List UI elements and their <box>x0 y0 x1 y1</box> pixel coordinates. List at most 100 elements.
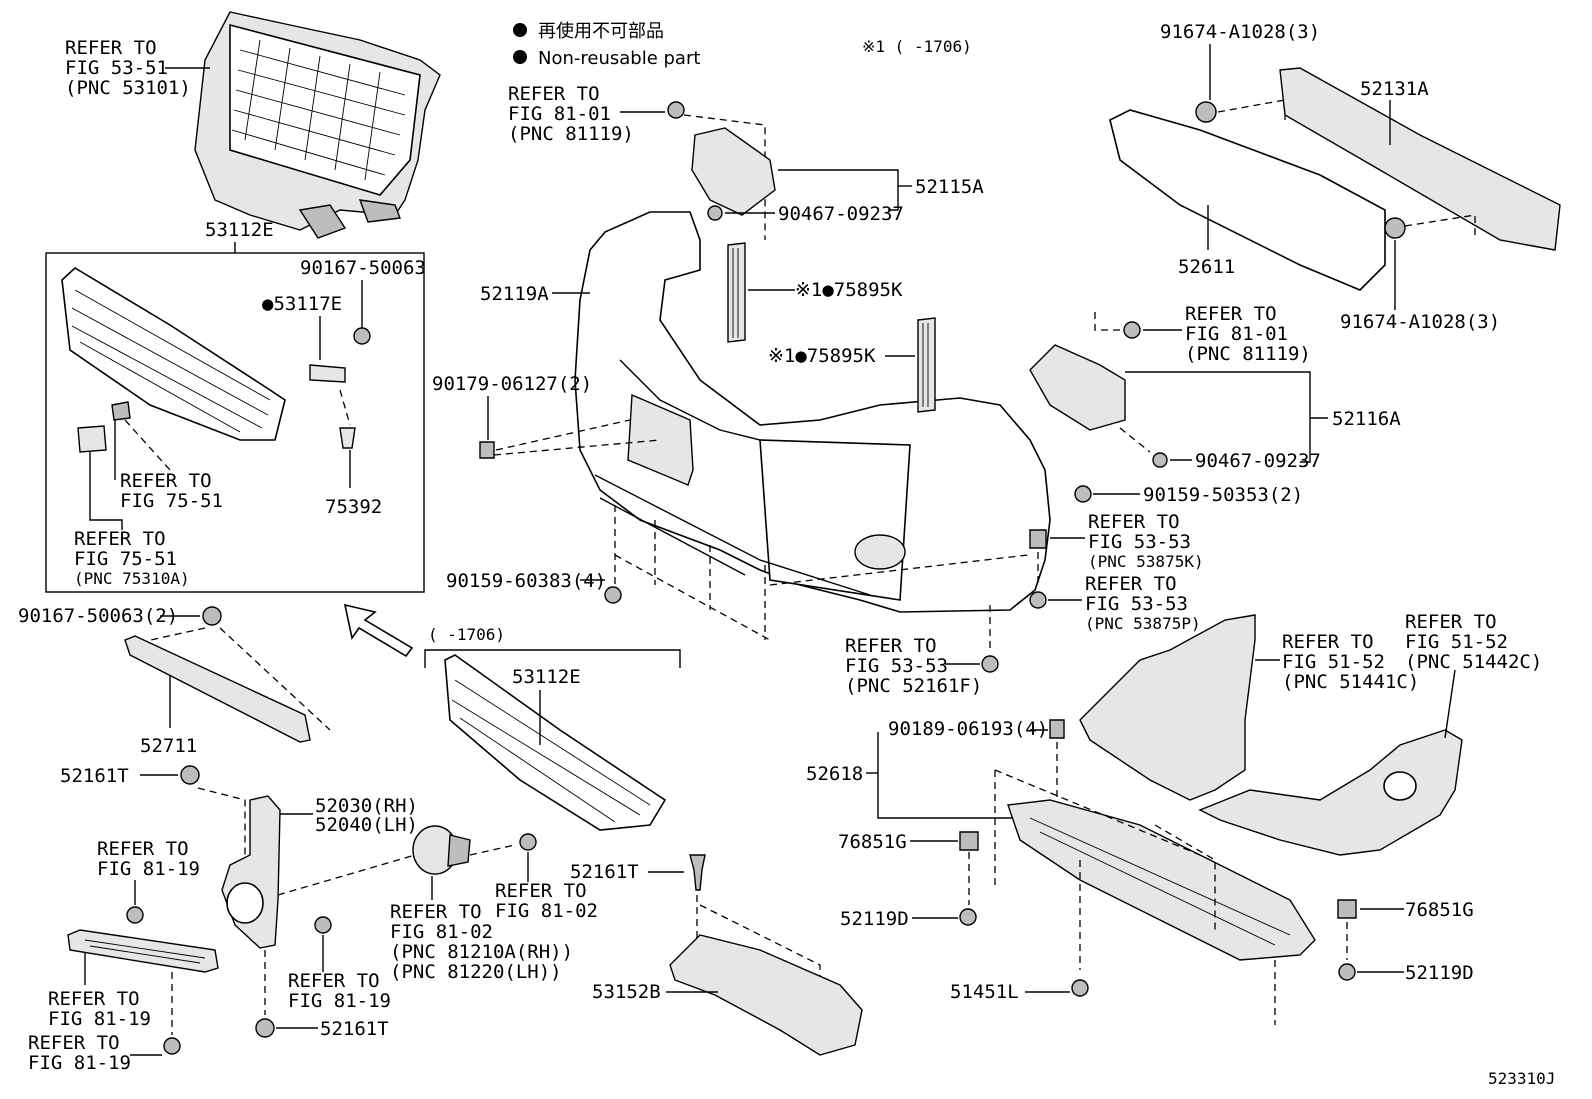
svg-text:(PNC 52161F): (PNC 52161F) <box>845 675 982 697</box>
svg-text:(PNC 75310A): (PNC 75310A) <box>74 569 190 588</box>
clip-icon <box>959 831 979 851</box>
clip-icon <box>689 854 706 891</box>
svg-text:(PNC 53101): (PNC 53101) <box>65 77 191 99</box>
svg-text:FIG 81-01: FIG 81-01 <box>1185 323 1288 345</box>
callout-75895K-b: ※1●75895K <box>768 345 876 367</box>
callout-90167-inset: 90167-50063 <box>300 257 426 279</box>
callout-75392: 75392 <box>325 496 382 518</box>
clip-icon <box>981 655 999 673</box>
callout-52119D-b: 52119D <box>1405 962 1474 984</box>
radiator-grille-drawing <box>194 11 441 239</box>
callout-grille-ref: REFER TO FIG 53-51 (PNC 53101) <box>65 37 210 99</box>
engine-under-cover-lh-drawing <box>1079 614 1256 801</box>
legend-note: ※1 ( -1706) <box>862 37 972 56</box>
callout-52119D-a: 52119D <box>840 908 909 930</box>
callout-52115A: 52115A <box>915 176 984 198</box>
callout-76851G-a: 76851G <box>838 831 907 853</box>
callout-ref-81-19-d: REFER TO <box>28 1032 120 1054</box>
emblem-base-icon <box>77 425 107 453</box>
bolt-icon <box>1071 979 1089 997</box>
svg-text:FIG 51-52: FIG 51-52 <box>1405 631 1508 653</box>
bolt-icon <box>519 833 537 851</box>
svg-text:REFER TO: REFER TO <box>65 37 157 59</box>
callout-90179: 90179-06127(2) <box>432 373 592 395</box>
callout-52618: 52618 <box>806 763 863 785</box>
callout-75895K-a: ※1●75895K <box>795 279 903 301</box>
svg-text:FIG 53-53: FIG 53-53 <box>845 655 948 677</box>
clip-icon <box>180 765 200 785</box>
svg-text:FIG 51-52: FIG 51-52 <box>1282 651 1385 673</box>
engine-under-cover-rh-drawing <box>1198 729 1463 856</box>
callout-91674-bot: 91674-A1028(3) <box>1340 311 1500 333</box>
callout-52040: 52040(LH) <box>315 814 418 836</box>
callout-52161T-c: 52161T <box>320 1018 389 1040</box>
callout-ref-81-19-b: REFER TO <box>48 988 140 1010</box>
callout-52711: 52711 <box>140 735 197 757</box>
clip-icon <box>255 1018 275 1038</box>
callout-90167-2: 90167-50063(2) <box>18 605 178 627</box>
bolt-icon <box>353 327 371 345</box>
callout-52030: 52030(RH) <box>315 795 418 817</box>
emblem-icon <box>111 401 131 421</box>
callout-ref-81-02-a: REFER TO <box>495 880 587 902</box>
seal-strip-a-drawing <box>727 242 746 343</box>
svg-text:(PNC 53875P): (PNC 53875P) <box>1085 614 1201 633</box>
bolt-icon <box>202 606 222 626</box>
callout-51451L: 51451L <box>950 981 1019 1003</box>
legend-en: Non-reusable part <box>538 48 700 69</box>
bolt-icon <box>1384 217 1406 239</box>
bolt-icon <box>1123 321 1141 339</box>
svg-text:FIG 81-02: FIG 81-02 <box>495 900 598 922</box>
callout-52611: 52611 <box>1178 256 1235 278</box>
callout-ref-75-51-a: REFER TO <box>120 470 212 492</box>
callout-ref-51-52-c2: REFER TO <box>1405 611 1497 633</box>
middle-grille-drawing <box>444 654 667 831</box>
legend-jp: 再使用不可部品 <box>538 21 664 42</box>
bolt-icon <box>126 906 144 924</box>
clip-icon <box>339 427 356 449</box>
svg-text:(PNC 81119): (PNC 81119) <box>508 123 634 145</box>
svg-text:FIG 81-19: FIG 81-19 <box>97 858 200 880</box>
svg-text:FIG 81-19: FIG 81-19 <box>288 990 391 1012</box>
callout-52161T-b: 52161T <box>570 861 639 883</box>
callout-90467-b: 90467-09237 <box>1195 450 1321 472</box>
callout-90189: 90189-06193(4) <box>888 718 1048 740</box>
screw-icon <box>707 205 723 221</box>
svg-text:FIG 75-51: FIG 75-51 <box>74 548 177 570</box>
nut-icon <box>1074 485 1092 503</box>
callout-ref-75-51-b: REFER TO <box>74 528 166 550</box>
callout-52116A: 52116A <box>1332 408 1401 430</box>
callout-range-note: ( -1706) <box>428 625 505 644</box>
reinforcement-52131A-drawing <box>1279 67 1561 251</box>
callout-53117E: ●53117E <box>262 293 342 315</box>
bracket-icon <box>309 364 346 383</box>
bullet-icon <box>513 23 527 37</box>
bullet-icon <box>513 50 527 64</box>
clip-icon <box>1029 529 1047 549</box>
callout-76851G-b: 76851G <box>1405 899 1474 921</box>
callout-ref-81-19-a: REFER TO <box>97 838 189 860</box>
bolt-icon <box>667 101 685 119</box>
clip-icon <box>1049 719 1065 739</box>
screw-icon <box>1152 452 1168 468</box>
clip-icon <box>1337 899 1357 919</box>
lower-grille-drawing <box>61 267 286 441</box>
callout-53112E-mid: 53112E <box>512 666 581 688</box>
svg-text:(PNC 53875K): (PNC 53875K) <box>1088 552 1204 571</box>
inset-box <box>45 252 425 593</box>
grille-molding-drawing <box>124 635 311 743</box>
svg-text:FIG 53-53: FIG 53-53 <box>1085 593 1188 615</box>
svg-text:(PNC 81220(LH)): (PNC 81220(LH)) <box>390 961 562 983</box>
direction-arrow-icon <box>343 603 414 658</box>
nut-icon <box>479 441 495 459</box>
callout-53112E-top: 53112E <box>205 219 274 241</box>
callout-52119A: 52119A <box>480 283 549 305</box>
svg-text:FIG 75-51: FIG 75-51 <box>120 490 223 512</box>
svg-text:FIG 81-01: FIG 81-01 <box>508 103 611 125</box>
screw-icon <box>1029 591 1047 609</box>
no1-engine-under-cover-drawing <box>1007 799 1316 961</box>
callout-ref-81-01-b: REFER TO <box>1185 303 1277 325</box>
bolt-icon <box>314 916 332 934</box>
svg-text:(PNC 81210A(RH)): (PNC 81210A(RH)) <box>390 941 573 963</box>
svg-text:(PNC 81119): (PNC 81119) <box>1185 343 1311 365</box>
